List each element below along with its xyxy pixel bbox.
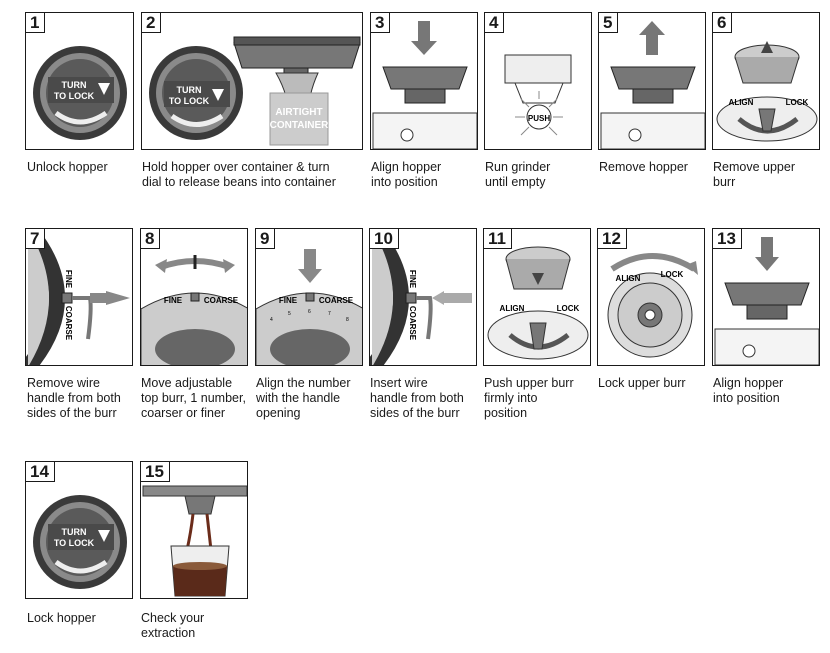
step-13-panel: 13 [712, 228, 820, 366]
scale-number: 5 [288, 311, 291, 317]
step-number: 12 [598, 229, 627, 249]
fine-label: FINE [64, 270, 73, 289]
fine-label: FINE [408, 270, 417, 289]
step-7-panel: 7 FINE COARSE [25, 228, 133, 366]
step-number: 2 [142, 13, 162, 33]
insert-wire-handle-illustration: FINE COARSE [370, 229, 472, 365]
step-5-panel: 5 [598, 12, 706, 150]
coarse-label: COARSE [64, 306, 73, 341]
step-8-caption: Move adjustable top burr, 1 number, coar… [141, 376, 246, 420]
remove-upper-burr-illustration: ALIGN LOCK [716, 41, 818, 142]
step-13-caption: Align hopper into position [713, 376, 784, 405]
step-number: 10 [370, 229, 399, 249]
remove-hopper-illustration [600, 21, 705, 149]
step-10-panel: 10 FINE COARSE [369, 228, 477, 366]
step-6-panel: 6 ALIGN LOCK [712, 12, 820, 150]
lock-label: LOCK [786, 98, 809, 107]
scale-number: 7 [328, 311, 331, 317]
coarse-label: COARSE [204, 296, 239, 305]
step-number: 7 [26, 229, 46, 249]
turn-label: TURN [177, 85, 202, 95]
run-grinder-illustration: PUSH [504, 54, 572, 136]
step-number: 4 [485, 13, 505, 33]
align-number-illustration: FINE COARSE 4 5 6 7 8 [256, 249, 362, 365]
hopper-empty-illustration: TURN TO LOCK AIRTIGHT CONTAINER [149, 36, 361, 146]
push-label: PUSH [528, 114, 550, 123]
step-number: 9 [256, 229, 276, 249]
step-number: 13 [713, 229, 742, 249]
fine-label: FINE [164, 296, 183, 305]
step-5-caption: Remove hopper [599, 160, 688, 174]
step-14-panel: 14 TURN TO LOCK [25, 461, 133, 599]
align-label: ALIGN [729, 98, 754, 107]
hopper-align-illustration [372, 21, 477, 149]
step-3-panel: 3 [370, 12, 478, 150]
step-14-caption: Lock hopper [27, 611, 96, 625]
step-4-panel: 4 PUSH [484, 12, 592, 150]
fine-label: FINE [279, 296, 298, 305]
turn-label: TURN [62, 80, 87, 90]
step-12-caption: Lock upper burr [598, 376, 686, 390]
step-11-caption: Push upper burr firmly into position [484, 376, 574, 420]
step-11-panel: 11 ALIGN LOCK [483, 228, 591, 366]
step-4-caption: Run grinder until empty [485, 160, 551, 189]
remove-wire-handle-illustration: FINE COARSE [26, 229, 130, 365]
step-6-caption: Remove upper burr [713, 160, 795, 189]
step-12-panel: 12 ALIGN LOCK [597, 228, 705, 366]
step-9-panel: 9 FINE COARSE 4 5 6 7 8 [255, 228, 363, 366]
step-9-caption: Align the number with the handle opening [256, 376, 351, 420]
step-10-caption: Insert wire handle from both sides of th… [370, 376, 464, 420]
step-2-panel: 2 TURN TO LOCK AIRTIGHT CONTAINER [141, 12, 363, 150]
step-number: 1 [26, 13, 46, 33]
turn-label: TURN [62, 527, 87, 537]
coarse-label: COARSE [319, 296, 354, 305]
scale-number: 8 [346, 317, 349, 323]
airtight-label: AIRTIGHT [275, 107, 322, 118]
step-number: 6 [713, 13, 733, 33]
step-number: 11 [484, 229, 512, 249]
check-extraction-illustration [142, 485, 247, 597]
push-upper-burr-illustration: ALIGN LOCK [487, 246, 589, 360]
step-1-caption: Unlock hopper [27, 160, 108, 174]
dial-unlock-illustration: TURN TO LOCK [33, 46, 127, 140]
step-number: 3 [371, 13, 391, 33]
dial-lock-illustration: TURN TO LOCK [33, 495, 127, 589]
step-15-panel: 15 [140, 461, 248, 599]
lock-label: LOCK [661, 270, 684, 279]
to-lock-label: TO LOCK [169, 96, 210, 106]
to-lock-label: TO LOCK [54, 538, 95, 548]
step-number: 14 [26, 462, 55, 482]
step-15-caption: Check your extraction [141, 611, 205, 640]
align-label: ALIGN [616, 274, 641, 283]
step-2-caption: Hold hopper over container & turn dial t… [142, 160, 336, 189]
scale-number: 6 [308, 309, 311, 315]
to-lock-label: TO LOCK [54, 91, 95, 101]
lock-label: LOCK [557, 304, 580, 313]
align-hopper-illustration [714, 237, 819, 365]
scale-number: 4 [270, 317, 273, 323]
step-8-panel: 8 FINE COARSE [140, 228, 248, 366]
align-label: ALIGN [500, 304, 525, 313]
lock-upper-burr-illustration: ALIGN LOCK [607, 253, 698, 358]
step-number: 15 [141, 462, 170, 482]
step-7-caption: Remove wire handle from both sides of th… [27, 376, 121, 420]
step-number: 5 [599, 13, 619, 33]
move-burr-illustration: FINE COARSE [141, 255, 247, 365]
container-label: CONTAINER [270, 120, 329, 131]
step-number: 8 [141, 229, 161, 249]
step-3-caption: Align hopper into position [371, 160, 442, 189]
step-1-panel: 1 TURN TO LOCK [25, 12, 134, 150]
coarse-label: COARSE [408, 306, 417, 341]
